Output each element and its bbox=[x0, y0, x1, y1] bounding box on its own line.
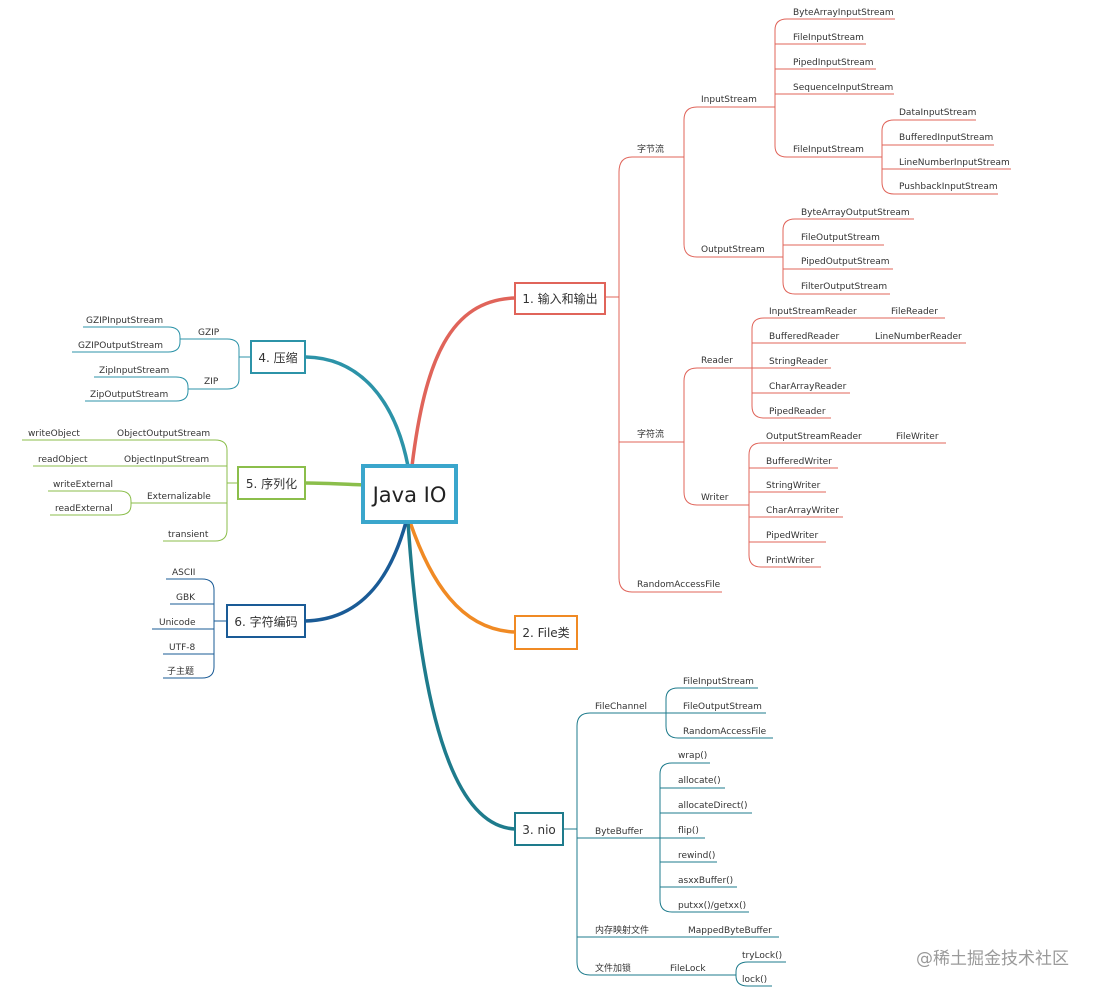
nio-mapped-file: 内存映射文件 bbox=[595, 924, 649, 936]
ser-ois: ObjectInputStream bbox=[124, 455, 209, 465]
enc-child: ASCII bbox=[172, 568, 195, 578]
enc-child: 子主题 bbox=[167, 665, 194, 677]
connector-ser bbox=[304, 481, 364, 487]
enc-child: UTF-8 bbox=[169, 643, 196, 653]
branch-file-box[interactable] bbox=[514, 615, 578, 650]
branch-ser-label: 5. 序列化 bbox=[246, 476, 297, 491]
nio-buffer-child: wrap() bbox=[678, 751, 707, 761]
io-writer-child: PipedWriter bbox=[766, 531, 818, 541]
io-writer-child: StringWriter bbox=[766, 481, 821, 491]
io-input-child: FileInputStream bbox=[793, 33, 864, 43]
ser-ext: Externalizable bbox=[147, 492, 211, 502]
nio-byte-buffer: ByteBuffer bbox=[595, 827, 643, 837]
io-output-child: FileOutputStream bbox=[801, 233, 880, 243]
nio-buffer-child: rewind() bbox=[678, 851, 715, 861]
io-reader-child: StringReader bbox=[769, 357, 828, 367]
connector-enc bbox=[304, 521, 408, 623]
zip-subtree bbox=[72, 326, 251, 402]
nio-buffer-child: asxxBuffer() bbox=[678, 876, 733, 886]
io-filter-child: PushbackInputStream bbox=[899, 182, 998, 192]
nio-file-channel: FileChannel bbox=[595, 702, 647, 712]
io-reader: Reader bbox=[701, 356, 733, 366]
nio-file-lock-group: 文件加锁 bbox=[595, 962, 631, 974]
branch-io-label: 1. 输入和输出 bbox=[522, 291, 597, 306]
root-label: Java IO bbox=[371, 483, 447, 507]
connector-zip bbox=[305, 355, 410, 467]
ser-write-external: writeExternal bbox=[53, 480, 113, 490]
io-input-child: FileInputStream bbox=[793, 145, 864, 155]
nio-channel-child: FileOutputStream bbox=[683, 702, 762, 712]
zip-zip-child: ZipInputStream bbox=[99, 366, 169, 376]
nio-buffer-child: allocate() bbox=[678, 776, 721, 786]
io-random-access: RandomAccessFile bbox=[637, 580, 721, 590]
zip-zip-child: ZipOutputStream bbox=[90, 390, 168, 400]
zip-zip: ZIP bbox=[204, 377, 219, 387]
io-file-reader: FileReader bbox=[891, 307, 938, 317]
io-output-stream: OutputStream bbox=[701, 245, 765, 255]
io-input-child: SequenceInputStream bbox=[793, 83, 893, 93]
io-output-child: FilterOutputStream bbox=[801, 282, 887, 292]
io-reader-child: PipedReader bbox=[769, 407, 826, 417]
io-reader-child: InputStreamReader bbox=[769, 307, 857, 317]
ser-read-object: readObject bbox=[38, 455, 88, 465]
io-writer-child: CharArrayWriter bbox=[766, 506, 839, 516]
io-output-child: ByteArrayOutputStream bbox=[801, 208, 910, 218]
nio-lock-child: lock() bbox=[742, 975, 767, 985]
nio-lock-child: tryLock() bbox=[742, 951, 782, 961]
io-writer-child: BufferedWriter bbox=[766, 457, 832, 467]
io-byte-stream: 字节流 bbox=[637, 143, 664, 155]
zip-gzip-child: GZIPInputStream bbox=[86, 316, 163, 326]
io-line-number-reader: LineNumberReader bbox=[875, 332, 962, 342]
io-char-stream: 字符流 bbox=[637, 428, 664, 440]
io-writer-child: OutputStreamReader bbox=[766, 432, 862, 442]
branch-zip-box[interactable] bbox=[250, 340, 306, 374]
ser-write-object: writeObject bbox=[28, 429, 80, 439]
connector-file bbox=[408, 521, 516, 634]
zip-gzip: GZIP bbox=[198, 328, 220, 338]
branch-nio-label: 3. nio bbox=[522, 823, 556, 837]
enc-child: GBK bbox=[176, 593, 196, 603]
enc-child: Unicode bbox=[159, 618, 196, 628]
connector-nio bbox=[406, 521, 516, 831]
branch-enc-label: 6. 字符编码 bbox=[234, 614, 297, 629]
nio-buffer-child: putxx()/getxx() bbox=[678, 901, 746, 911]
io-output-child: PipedOutputStream bbox=[801, 257, 890, 267]
branch-enc-box[interactable] bbox=[226, 604, 306, 638]
nio-buffer-child: flip() bbox=[678, 826, 699, 836]
nio-file-lock: FileLock bbox=[670, 964, 706, 974]
io-input-stream: InputStream bbox=[701, 95, 757, 105]
nio-subtree bbox=[563, 687, 786, 987]
ser-transient: transient bbox=[168, 530, 209, 540]
io-filter-child: BufferedInputStream bbox=[899, 133, 993, 143]
ser-subtree bbox=[22, 439, 238, 542]
io-writer: Writer bbox=[701, 493, 729, 503]
nio-channel-child: FileInputStream bbox=[683, 677, 754, 687]
io-input-child: ByteArrayInputStream bbox=[793, 8, 894, 18]
io-reader-child: BufferedReader bbox=[769, 332, 840, 342]
nio-buffer-child: allocateDirect() bbox=[678, 801, 748, 811]
branch-io-box[interactable] bbox=[514, 282, 606, 315]
io-filter-child: LineNumberInputStream bbox=[899, 158, 1010, 168]
io-writer-child: PrintWriter bbox=[766, 556, 814, 566]
io-file-writer: FileWriter bbox=[896, 432, 939, 442]
zip-gzip-child: GZIPOutputStream bbox=[78, 341, 163, 351]
nio-mapped-buffer: MappedByteBuffer bbox=[688, 926, 772, 936]
ser-oos: ObjectOutputStream bbox=[117, 429, 210, 439]
nio-channel-child: RandomAccessFile bbox=[683, 727, 767, 737]
connector-io bbox=[410, 296, 516, 467]
io-filter-child: DataInputStream bbox=[899, 108, 976, 118]
enc-subtree bbox=[152, 578, 227, 679]
branch-file-label: 2. File类 bbox=[522, 626, 569, 640]
ser-read-external: readExternal bbox=[55, 504, 113, 514]
root-node[interactable] bbox=[361, 464, 458, 524]
io-input-child: PipedInputStream bbox=[793, 58, 874, 68]
io-reader-child: CharArrayReader bbox=[769, 382, 847, 392]
watermark: @稀土掘金技术社区 bbox=[916, 949, 1069, 969]
branch-zip-label: 4. 压缩 bbox=[258, 350, 297, 365]
io-subtree bbox=[605, 18, 1011, 593]
